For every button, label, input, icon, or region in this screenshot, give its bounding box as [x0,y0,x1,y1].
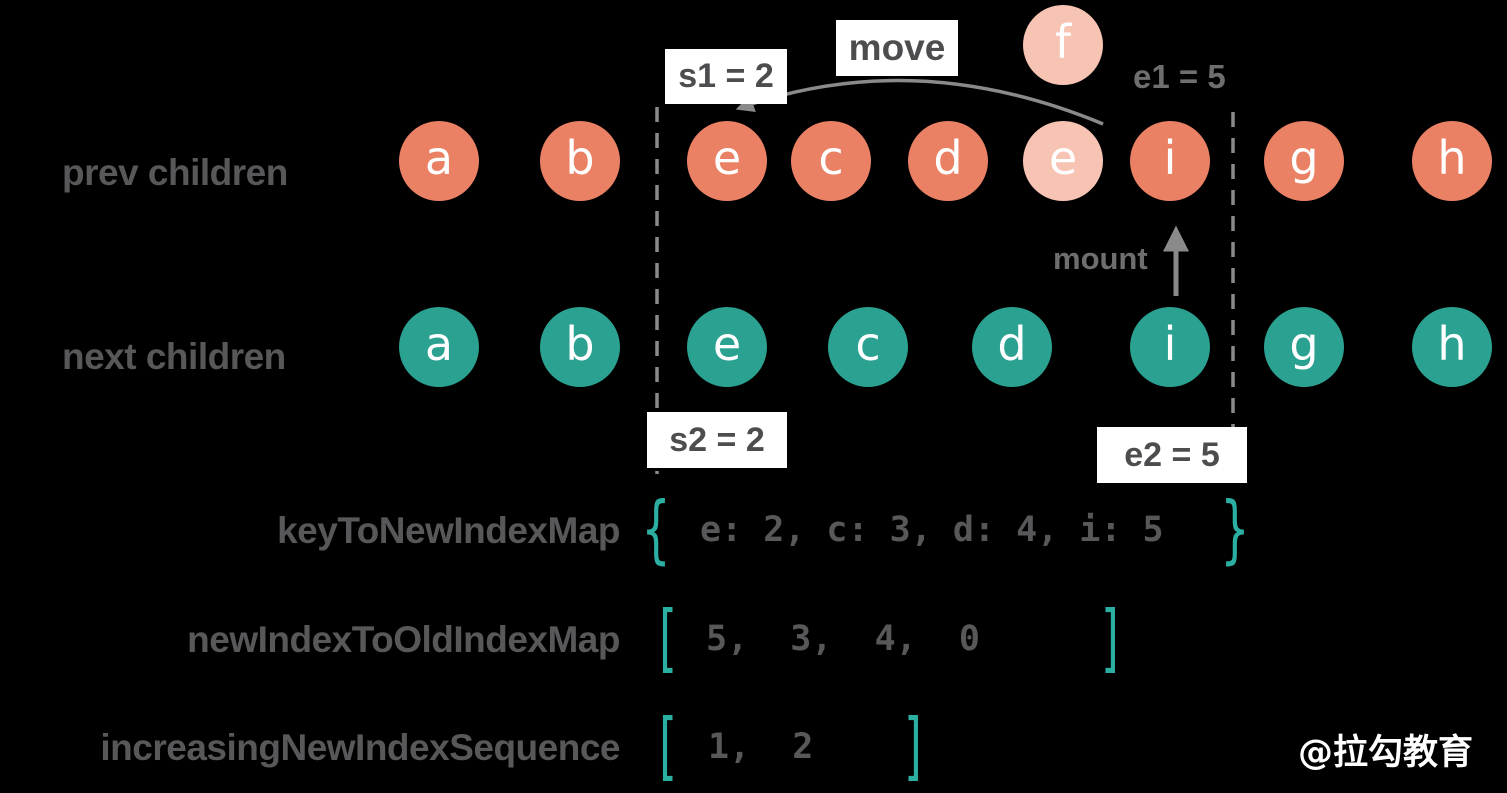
key-to-new-index-map-row: keyToNewIndexMap { e: 2, c: 3, d: 4, i: … [0,486,1507,572]
node-label: g [1289,317,1319,371]
map-entries: e: 2, c: 3, d: 4, i: 5 [700,510,1164,551]
node-f: f [1023,5,1103,85]
node-prev-e: e [687,121,767,201]
node-next-d: d [972,307,1052,387]
node-label: e [712,131,742,185]
node-prev-i: i [1130,121,1210,201]
move-tag: move [836,20,958,76]
node-prev-h: h [1412,121,1492,201]
node-prev-c: c [791,121,871,201]
move-arrow [735,78,1104,126]
node-prev-a: a [399,121,479,201]
e1-label: e1 = 5 [1133,58,1226,95]
close-bracket: ] [1101,594,1119,682]
node-label: i [1163,131,1177,185]
node-label: e [1048,131,1078,185]
open-bracket: [ [659,594,677,682]
node-next-c: c [828,307,908,387]
node-label: h [1437,131,1467,185]
node-next-b: b [540,307,620,387]
e2-tag: e2 = 5 [1097,427,1247,483]
new-index-to-old-index-map-row: newIndexToOldIndexMap [ 5, 3, 4, 0 ] [0,595,1507,681]
node-prev-d: d [908,121,988,201]
node-next-a: a [399,307,479,387]
node-label: g [1289,131,1319,185]
open-brace: { [641,485,671,573]
s2-tag: s2 = 2 [647,412,787,468]
map-name: keyToNewIndexMap [277,510,620,551]
node-label: c [818,131,844,185]
node-prev-g: g [1264,121,1344,201]
node-next-g: g [1264,307,1344,387]
node-label: a [424,131,454,185]
node-label: a [424,317,454,371]
node-label: i [1163,317,1177,371]
next-children-label: next children [62,336,286,377]
mount-label: mount [1053,241,1148,276]
close-bracket: ] [904,702,922,790]
s1-tag: s1 = 2 [665,49,787,104]
map-name: newIndexToOldIndexMap [187,619,620,660]
node-next-h: h [1412,307,1492,387]
close-brace: } [1220,485,1250,573]
node-label: e [712,317,742,371]
node-label: c [855,317,881,371]
node-label: b [565,317,595,371]
map-name: increasingNewIndexSequence [100,727,620,768]
increasing-new-index-sequence-row: increasingNewIndexSequence [ 1, 2 ] [0,703,1507,789]
node-prev-e: e [1023,121,1103,201]
open-bracket: [ [659,702,677,790]
map-entries: 1, 2 [708,727,814,768]
node-next-i: i [1130,307,1210,387]
node-label: h [1437,317,1467,371]
node-prev-b: b [540,121,620,201]
map-entries: 5, 3, 4, 0 [706,619,980,660]
node-next-e: e [687,307,767,387]
node-label: b [565,131,595,185]
node-label: f [1054,15,1072,69]
node-label: d [997,317,1027,371]
prev-children-label: prev children [62,152,288,193]
watermark: @拉勾教育 [1298,733,1474,773]
node-label: d [933,131,963,185]
